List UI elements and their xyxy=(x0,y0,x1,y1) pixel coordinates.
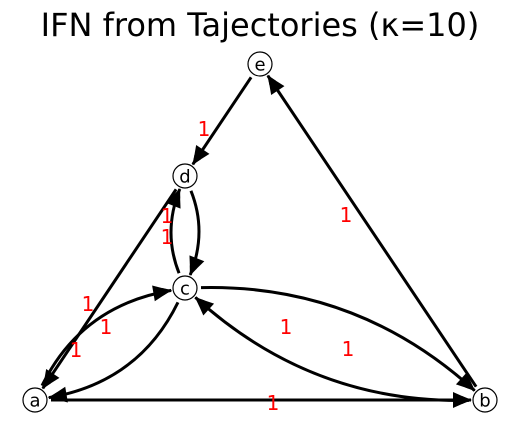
edge-weight-label-a-c: 1 xyxy=(100,315,113,339)
edge-weight-label-d-c: 1 xyxy=(161,204,174,228)
arrowhead-b-e xyxy=(267,75,285,96)
node-b xyxy=(472,387,498,413)
node-c xyxy=(172,275,198,301)
node-label-a: a xyxy=(29,391,40,412)
node-d xyxy=(172,163,198,189)
node-label-b: b xyxy=(479,391,490,412)
arrowhead-e-d xyxy=(192,144,210,165)
diagram-title: IFN from Tajectories (κ=10) xyxy=(40,6,480,44)
edge-weight-label-b-e: 1 xyxy=(340,203,353,227)
edge-weight-label-c-b: 1 xyxy=(280,315,293,339)
edge-c-a xyxy=(47,301,180,401)
edge-b-e xyxy=(266,74,478,388)
edge-weight-label-c-a: 1 xyxy=(70,338,83,362)
edge-weight-label-d-a: 1 xyxy=(82,292,95,316)
edge-a-c xyxy=(40,287,173,387)
node-a xyxy=(22,387,48,413)
arrowhead-b-c xyxy=(195,297,215,316)
arrowhead-a-b xyxy=(453,392,471,408)
arrowhead-d-c xyxy=(189,255,205,276)
edge-weight-label-c-d: 1 xyxy=(161,225,174,249)
node-label-e: e xyxy=(254,55,265,76)
arrowhead-c-d xyxy=(165,188,181,209)
edge-weight-label-b-c: 1 xyxy=(342,337,355,361)
arrowhead-a-c xyxy=(152,285,172,302)
node-label-c: c xyxy=(180,279,190,300)
edge-c-b xyxy=(200,286,476,392)
edge-weight-label-e-d: 1 xyxy=(198,117,211,141)
edge-weight-label-a-b: 1 xyxy=(267,391,280,415)
edge-d-a xyxy=(41,188,178,390)
node-e xyxy=(247,51,273,77)
arrowhead-c-b xyxy=(455,372,475,391)
node-label-d: d xyxy=(179,167,190,188)
